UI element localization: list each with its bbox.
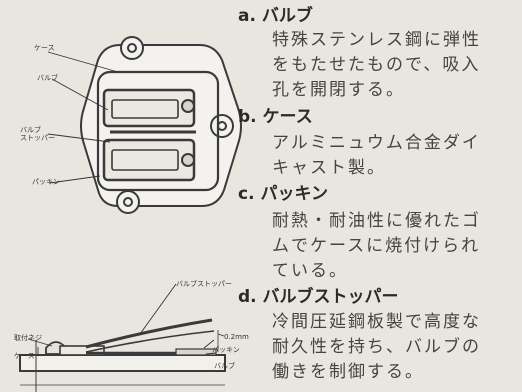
item-b-heading: b. ケース — [238, 107, 313, 127]
parts-description: a. バルブ 特殊ステンレス鋼に弾性 をもたせたもので、吸入 孔を開閉する。 b… — [238, 0, 522, 392]
item-d-heading: d. バルブストッパー — [238, 287, 399, 307]
item-a-line: 特殊ステンレス鋼に弾性 — [272, 30, 481, 50]
label-valve-stopper-side: バルブストッパー — [176, 280, 232, 288]
item-d-line: 働きを制御する。 — [272, 362, 424, 382]
label-gap-side: 0.2mm — [224, 333, 249, 341]
reed-valve-drawing — [19, 36, 242, 392]
item-b-line: キャスト製。 — [272, 158, 386, 178]
item-d-line: 冷間圧延鋼板製で高度な — [272, 312, 481, 332]
label-case-top: ケース — [34, 44, 55, 52]
item-a-line: 孔を開閉する。 — [272, 80, 405, 100]
item-d-line: 耐久性を持ち、バルブの — [272, 337, 481, 357]
label-packing-top: パッキン — [32, 178, 60, 186]
item-c-line: 耐熱・耐油性に優れたゴ — [272, 211, 481, 231]
label-packing-side: パッキン — [212, 346, 240, 354]
side-view-leader-lines — [27, 283, 225, 356]
top-view-leader-lines — [47, 51, 119, 184]
item-a-line: をもたせたもので、吸入 — [272, 55, 481, 75]
item-b-line: アルミニュウム合金ダイ — [272, 133, 481, 153]
label-valve-top: バルブ — [37, 74, 58, 82]
label-fixing-screw-side: 取付ネジ — [14, 334, 42, 342]
label-valve-stopper-top: バルブ ストッパー — [20, 126, 55, 142]
item-c-heading: c. パッキン — [238, 184, 328, 204]
item-a-heading: a. バルブ — [238, 6, 313, 26]
side-view-drawing — [19, 318, 226, 392]
reed-valve-diagram: ケース バルブ バルブ ストッパー パッキン バルブストッパー 取付ネジ 0.2… — [0, 0, 250, 392]
label-valve-side: バルブ — [214, 362, 235, 370]
label-case-side: ケース — [14, 352, 35, 360]
top-view-drawing — [80, 36, 242, 214]
item-c-line: ている。 — [272, 261, 348, 281]
item-c-line: ムでケースに焼付けられ — [272, 236, 481, 256]
